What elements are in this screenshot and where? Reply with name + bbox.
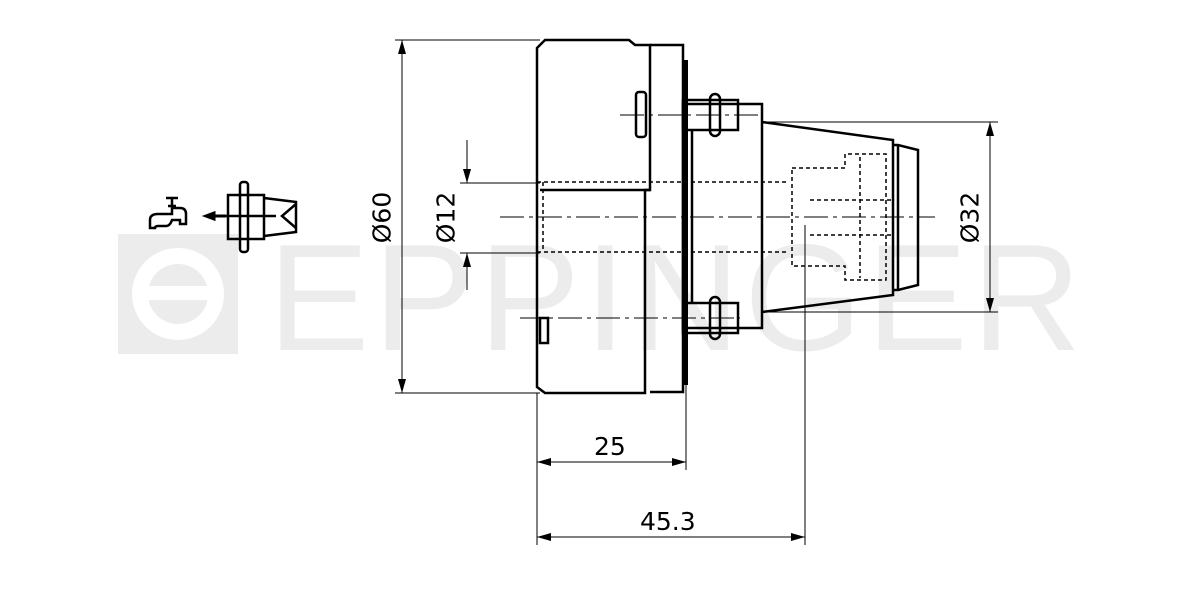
- watermark-brand: EPPINGER: [268, 213, 1086, 383]
- water-tap-icon: [148, 196, 188, 230]
- center-lines: [500, 114, 935, 319]
- eppinger-logo: [118, 234, 238, 354]
- dimension-body-diameter: Ø60: [367, 191, 397, 244]
- arrow-icon: [201, 210, 226, 222]
- dimension-lines: [395, 39, 998, 545]
- dimension-nose-diameter: Ø32: [955, 191, 985, 244]
- dimension-flange-length: 25: [594, 432, 626, 461]
- tool-holder-icon: [226, 180, 298, 254]
- adapter-body: [535, 38, 764, 395]
- dimension-total-length: 45.3: [640, 507, 696, 536]
- dimension-bore-diameter: Ø12: [431, 191, 461, 244]
